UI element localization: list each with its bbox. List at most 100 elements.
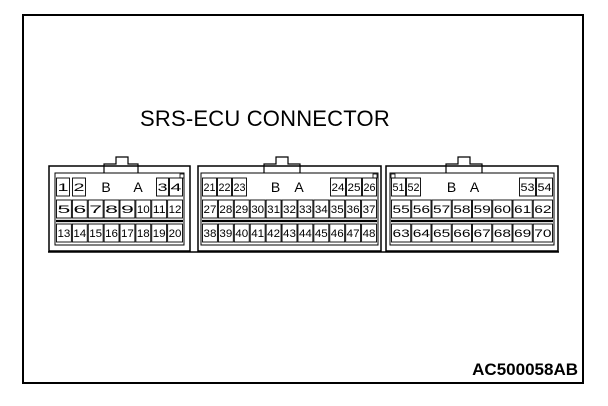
- pin-number: 17: [121, 228, 134, 240]
- connector-left-housing: [48, 165, 191, 252]
- figure-code: AC500058AB: [472, 360, 578, 379]
- pin-cell: [119, 223, 136, 243]
- pin-number: 4: [171, 182, 182, 194]
- pin-cell: [233, 199, 250, 219]
- pin-cell: [492, 199, 513, 219]
- connector-middle-inner: [200, 172, 379, 246]
- pin-cell: [345, 199, 362, 219]
- pin-number: 34: [315, 204, 328, 216]
- pin-cell: [411, 223, 432, 243]
- pin-cell: [217, 199, 234, 219]
- pin-cell: [156, 177, 169, 197]
- pin-cell: [232, 177, 247, 197]
- pin-cell: [406, 177, 421, 197]
- pin-number: 36: [347, 204, 360, 216]
- pin-cell: [431, 223, 452, 243]
- pin-cell: [103, 199, 120, 219]
- pin-number: 61: [514, 204, 531, 216]
- pin-cell: [56, 223, 72, 243]
- pin-number: 53: [521, 182, 535, 194]
- pin-cell: [167, 199, 183, 219]
- connector-middle-housing: [197, 165, 382, 252]
- pin-cell: [281, 199, 298, 219]
- pin-cell: [329, 199, 346, 219]
- pin-number: 23: [234, 182, 246, 194]
- pin-cell: [202, 199, 218, 219]
- pin-cell: [56, 177, 70, 197]
- connector-left-latch: [103, 156, 139, 173]
- pin-cell: [313, 199, 330, 219]
- pin-number: 29: [235, 204, 248, 216]
- connector-side-label: B: [101, 179, 110, 195]
- pin-number: 45: [315, 228, 328, 240]
- pin-number: 62: [534, 204, 551, 216]
- pin-number: 6: [73, 204, 86, 216]
- pin-number: 30: [251, 204, 264, 216]
- connector-middle-key: [372, 173, 378, 179]
- connector-right-housing: [385, 165, 559, 252]
- pin-cell: [249, 199, 266, 219]
- pin-number: 47: [347, 228, 360, 240]
- pin-number: 3: [158, 182, 168, 194]
- pin-number: 9: [121, 204, 134, 216]
- diagram-frame: [22, 14, 584, 384]
- pin-cell: [361, 223, 377, 243]
- diagram-title: SRS-ECU CONNECTOR: [140, 106, 390, 131]
- pin-number: 33: [299, 204, 312, 216]
- pin-cell: [72, 177, 86, 197]
- pin-number: 52: [408, 182, 420, 194]
- pin-cell: [56, 199, 72, 219]
- pin-cell: [249, 223, 266, 243]
- pin-cell: [431, 199, 452, 219]
- connector-right-inner: [389, 172, 555, 246]
- pin-number: 5: [58, 204, 71, 216]
- pin-cell: [330, 177, 346, 197]
- pin-number: 26: [364, 182, 376, 194]
- pin-number: 46: [331, 228, 344, 240]
- pin-cell: [297, 199, 314, 219]
- pin-number: 56: [413, 204, 430, 216]
- pin-cell: [411, 199, 432, 219]
- pin-number: 39: [219, 228, 232, 240]
- pin-number: 42: [267, 228, 280, 240]
- pin-cell: [87, 199, 104, 219]
- pin-cell: [167, 223, 183, 243]
- pin-cell: [532, 199, 553, 219]
- connector-middle: [197, 156, 382, 252]
- pin-number: 11: [153, 204, 166, 216]
- pin-cell: [345, 223, 362, 243]
- pin-number: 25: [348, 182, 361, 194]
- pin-cell: [202, 177, 217, 197]
- pin-cell: [492, 223, 513, 243]
- pin-cell: [532, 223, 553, 243]
- pin-number: 18: [137, 228, 150, 240]
- connector-side-label: A: [294, 179, 304, 195]
- pin-cell: [135, 223, 152, 243]
- pin-number: 69: [514, 228, 531, 240]
- pin-cell: [233, 223, 250, 243]
- pin-number: 55: [393, 204, 410, 216]
- connector-left-key: [179, 173, 185, 179]
- pin-cell: [119, 199, 136, 219]
- pin-cell: [71, 199, 88, 219]
- pin-cell: [391, 177, 406, 197]
- pin-cell: [297, 223, 314, 243]
- pin-cell: [151, 199, 168, 219]
- pin-cell: [217, 177, 232, 197]
- pin-number: 15: [89, 228, 102, 240]
- connector-right-key: [390, 173, 396, 179]
- pin-number: 59: [474, 204, 491, 216]
- pin-cell: [265, 223, 282, 243]
- pin-number: 8: [105, 204, 118, 216]
- pin-cell: [71, 223, 88, 243]
- pin-cell: [512, 199, 533, 219]
- pin-number: 48: [363, 228, 376, 240]
- pin-number: 20: [169, 228, 182, 240]
- pin-cell: [281, 223, 298, 243]
- pin-number: 68: [494, 228, 511, 240]
- pin-cell: [265, 199, 282, 219]
- pin-cell: [362, 177, 377, 197]
- pin-number: 54: [538, 182, 552, 194]
